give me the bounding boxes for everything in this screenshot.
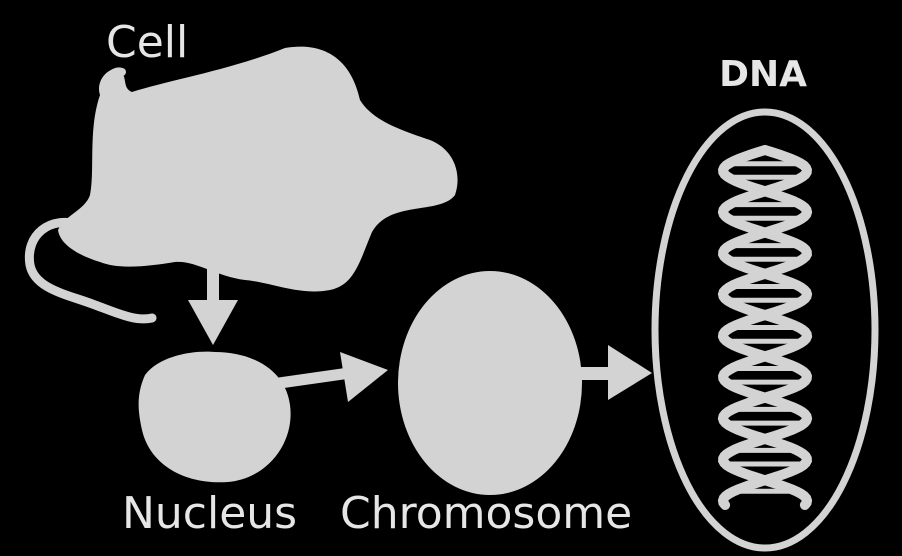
dna-label: DNA [719, 54, 807, 95]
dna-frame [651, 108, 879, 552]
chromosome-shape [398, 271, 582, 495]
cell-shape [24, 46, 458, 324]
dna-helix-icon [717, 145, 813, 510]
cell-label: Cell [106, 17, 188, 68]
arrow-nucleus-to-chromosome [275, 352, 388, 402]
nucleus-label: Nucleus [122, 488, 297, 539]
nucleus-shape [138, 351, 291, 483]
arrow-cell-to-nucleus [188, 255, 238, 345]
arrow-chromosome-to-dna [545, 345, 652, 400]
chromosome-label: Chromosome [340, 488, 632, 539]
